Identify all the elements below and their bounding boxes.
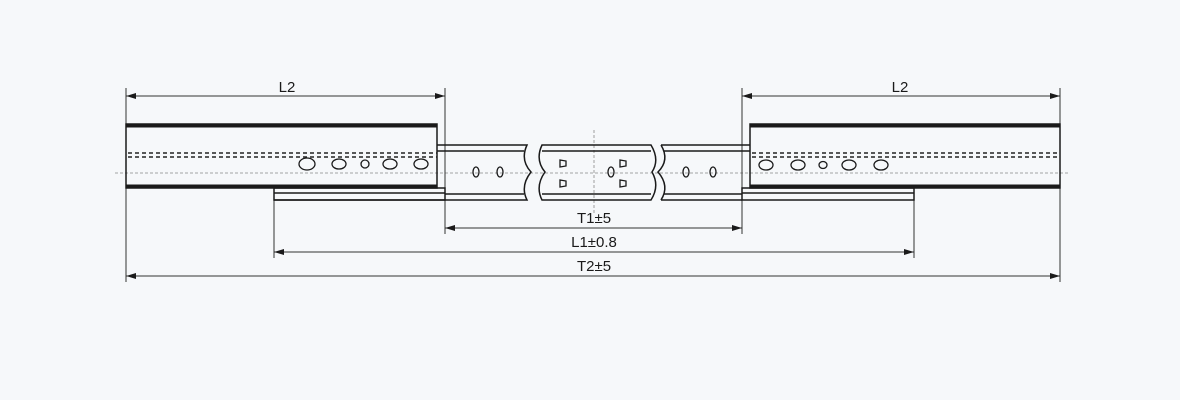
label-left-l2: L2 — [279, 79, 296, 96]
label-t2: T2±5 — [577, 258, 611, 275]
mount-hole — [331, 158, 347, 170]
label-right-l2: L2 — [892, 79, 909, 96]
mount-hole — [298, 157, 316, 171]
label-l1: L1±0.8 — [571, 234, 617, 251]
middle-rail — [274, 144, 750, 201]
left-outer-rail — [125, 123, 446, 201]
mount-hole — [413, 158, 429, 170]
label-t1: T1±5 — [577, 210, 611, 227]
mount-hole — [360, 159, 370, 169]
mount-hole — [382, 158, 398, 170]
right-outer-rail — [741, 123, 1061, 201]
